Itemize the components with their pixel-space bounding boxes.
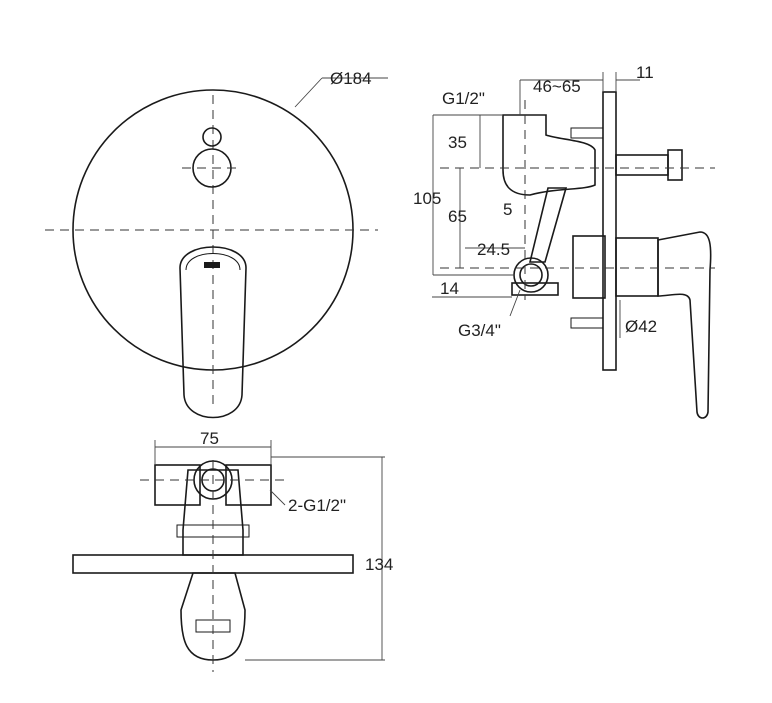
- dim-24-5-label: 24.5: [477, 240, 510, 259]
- inlet-box-right: [225, 464, 272, 506]
- handle-diameter-label: Ø42: [625, 317, 657, 336]
- diameter-leader: [294, 77, 323, 108]
- outlet-base: [511, 282, 559, 296]
- depth-range-label: 46~65: [533, 77, 581, 96]
- handle-hub: [615, 237, 659, 297]
- diameter-label: Ø184: [330, 69, 372, 88]
- outlet-pipe-inner: [519, 263, 543, 287]
- brand-logo-mark: [204, 262, 220, 268]
- lever-handle: [179, 246, 247, 419]
- inlet-box-left: [154, 464, 201, 506]
- top-view: 75 2-G1/2" 134: [72, 429, 393, 672]
- plate-thickness-label: 11: [636, 63, 654, 82]
- side-lever: [657, 231, 712, 419]
- side-view: G1/2" 46~65 11 35 105 65 5 24.5 14 G3/4"…: [413, 63, 715, 419]
- height-134-label: 134: [365, 555, 393, 574]
- front-view: Ø184: [45, 69, 388, 419]
- diverter-stem: [615, 154, 669, 176]
- width-75-label: 75: [200, 429, 219, 448]
- outlet-pipe-outer: [513, 257, 549, 293]
- valve-body: [572, 235, 606, 299]
- inlet-2g-label: 2-G1/2": [288, 496, 346, 515]
- dim-105-label: 105: [413, 189, 441, 208]
- dim-5-label: 5: [503, 200, 512, 219]
- diverter-knob-top: [202, 127, 222, 147]
- dim-65-label: 65: [448, 207, 467, 226]
- top-body: [182, 469, 244, 556]
- wall-plate: [602, 91, 617, 371]
- diverter-cap: [667, 149, 683, 181]
- outlet-thread-label: G3/4": [458, 321, 501, 340]
- lever-handle-inner: [185, 253, 241, 271]
- inlet-thread-label: G1/2": [442, 89, 485, 108]
- dim-14-label: 14: [440, 279, 459, 298]
- dim-35-label: 35: [448, 133, 467, 152]
- diagonal-pipe: [528, 187, 568, 263]
- inlet-elbow: [502, 114, 596, 196]
